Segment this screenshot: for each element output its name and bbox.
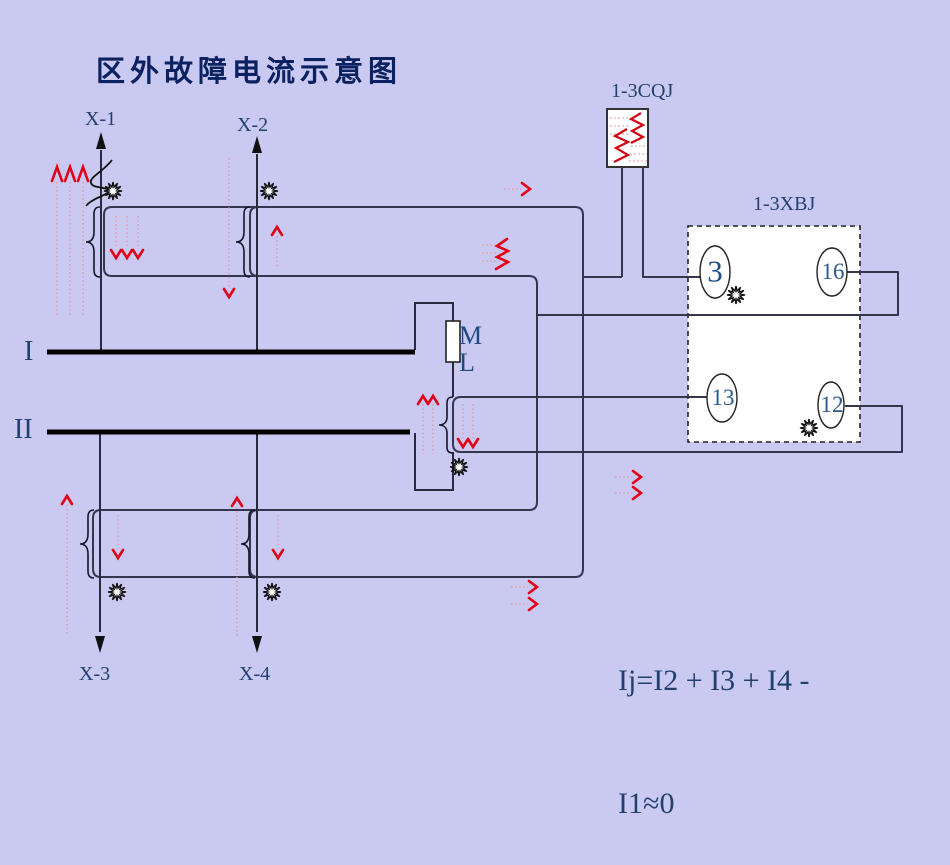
terminal-label-x4: X-4 [239, 663, 271, 685]
current-up-x4 [230, 495, 244, 508]
current-dotted-tails [56, 117, 648, 636]
contact-ellipse-3 [699, 245, 731, 299]
ct-brace-x3 [79, 509, 95, 579]
spill-current-zigzag [494, 237, 511, 271]
current-down-x2 [222, 287, 236, 300]
ct-brace-x2 [235, 206, 251, 278]
contact-label-3: 3 [707, 253, 723, 289]
slide-canvas: { "title": "区外故障电流示意图", "buses": { "bus1… [14, 56, 903, 820]
feeder-wires [99, 150, 454, 632]
current-right-mid-pair [631, 469, 644, 501]
bus-1-label: I [24, 336, 34, 367]
current-right-top [520, 181, 533, 197]
terminal-label-x1: X-1 [85, 108, 117, 130]
current-right-low-pair [527, 579, 540, 612]
coupler-resistor [445, 320, 461, 363]
current-up-pair-coupler [416, 393, 440, 406]
current-relay-label: 1-3CQJ [611, 80, 674, 102]
feeder-arrow-x2-up [252, 136, 262, 153]
formula-line-1: Ij=I2 + I3 + I4 - [618, 664, 810, 697]
ct-brace-x1 [85, 206, 101, 278]
contact-label-12: 12 [820, 391, 844, 417]
signal-relay-label: 1-3XBJ [753, 193, 816, 215]
current-down-pair-coupler [456, 437, 480, 450]
current-up-x2 [270, 224, 284, 237]
contact-ellipses [699, 245, 848, 429]
contact-ellipse-12 [817, 381, 845, 429]
wire-to-contact-12 [461, 405, 903, 453]
contact-ellipse-16 [816, 247, 848, 297]
coupler-label-m: M [459, 321, 483, 350]
current-down-x4 [271, 548, 285, 561]
ct-brace-x4 [240, 509, 256, 579]
current-down-x3 [111, 548, 125, 561]
wire-to-contact-16 [537, 271, 899, 316]
page-title: 区外故障电流示意图 [96, 56, 403, 88]
current-arrows-red [50, 163, 644, 612]
current-up-trio [50, 163, 90, 183]
current-down-trio-x1 [109, 248, 145, 261]
contact-ellipse-13 [706, 373, 738, 423]
terminal-label-x3: X-3 [79, 663, 111, 685]
coupler-label-l: L [459, 348, 475, 377]
bus-2-label: II [14, 414, 33, 445]
formula-line-2: I1≈0 [618, 787, 675, 820]
cqj-left-lead [583, 167, 623, 278]
terminal-label-x2: X-2 [237, 114, 269, 136]
feeder-arrowheads [95, 132, 262, 653]
contact-label-16: 16 [821, 258, 845, 284]
breaker-open-squiggle [85, 159, 113, 207]
current-formula: Ij=I2 + I3 + I4 - I1≈0 [618, 578, 810, 865]
current-up-x3 [60, 493, 74, 506]
feeder-arrow-x1-up [96, 132, 106, 149]
ct-braces [79, 206, 454, 579]
cqj-coil-zigzags [612, 112, 646, 163]
contact-label-13: 13 [711, 384, 735, 410]
schematic [47, 108, 903, 653]
feeder-arrow-x3-down [95, 636, 105, 653]
ct-brace-coupler [438, 396, 454, 454]
feeder-arrow-x4-down [252, 636, 262, 653]
cqj-right-lead-to-contact-3 [642, 167, 702, 278]
